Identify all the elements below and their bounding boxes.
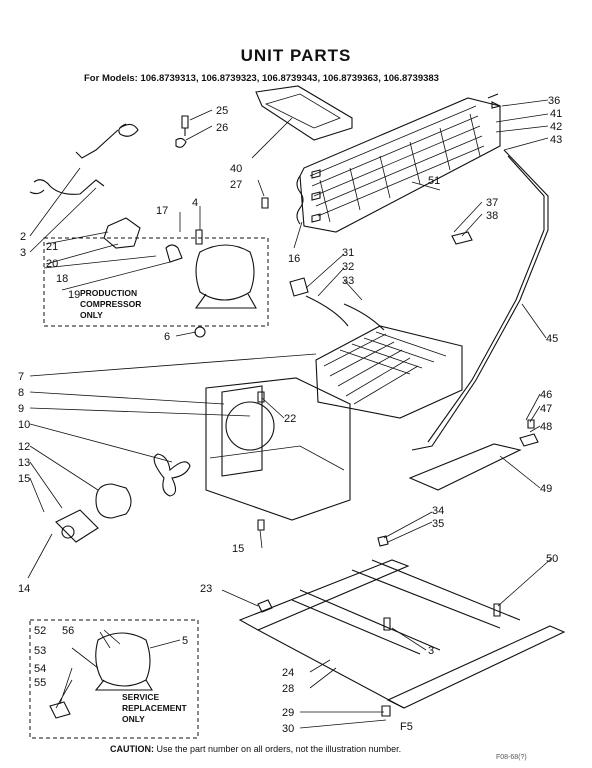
part-label: 55 xyxy=(34,677,46,689)
part-label: 43 xyxy=(550,134,562,146)
part-label: 12 xyxy=(18,441,30,453)
production-compressor-label: PRODUCTION COMPRESSOR ONLY xyxy=(80,288,142,320)
part-label: 8 xyxy=(18,387,24,399)
leader-lines xyxy=(27,99,553,729)
part-label: 48 xyxy=(540,421,552,433)
condenser-coil-part xyxy=(296,97,501,233)
part-label: 3 xyxy=(428,645,434,657)
page-title: UNIT PARTS xyxy=(240,46,352,65)
part-label: 40 xyxy=(230,163,242,175)
part-label: 30 xyxy=(282,723,294,735)
part-label: 16 xyxy=(288,253,300,265)
part-label: 5 xyxy=(182,635,188,647)
service-replacement-label: SERVICE REPLACEMENT ONLY xyxy=(122,692,187,724)
part-label: 42 xyxy=(550,121,562,133)
part-label: 36 xyxy=(548,95,560,107)
compressor-part xyxy=(165,244,257,309)
part-label: 51 xyxy=(428,175,440,187)
screw-25-part xyxy=(181,115,189,136)
part-label: 10 xyxy=(18,419,30,431)
fan-blade-part xyxy=(153,453,191,497)
part-label: 6 xyxy=(164,331,170,343)
part-label: 9 xyxy=(18,403,24,415)
part-label: 35 xyxy=(432,518,444,530)
power-cord-part xyxy=(29,123,139,195)
part-label: 4 xyxy=(192,197,198,209)
page-stamp: F08-68(?) xyxy=(496,754,527,761)
condenser-tube-part xyxy=(411,149,549,451)
part-label: 33 xyxy=(342,275,354,287)
production-compressor-box xyxy=(43,237,269,327)
part-label: 31 xyxy=(342,247,354,259)
part-label: 32 xyxy=(342,261,354,273)
evaporator-part xyxy=(289,277,463,419)
base-frame-part xyxy=(238,559,566,709)
part-label: 52 xyxy=(34,625,46,637)
part-label: 46 xyxy=(540,389,552,401)
caution-text: Use the part number on all orders, not t… xyxy=(156,744,402,754)
part-label: 34 xyxy=(432,505,444,517)
part-label: 14 xyxy=(18,583,30,595)
part-label: 28 xyxy=(282,683,294,695)
part-label: 23 xyxy=(200,583,212,595)
part-label: 27 xyxy=(230,179,242,191)
service-replacement-box xyxy=(29,619,199,739)
part-label: 19 xyxy=(68,289,80,301)
part-label: 22 xyxy=(284,413,296,425)
part-label: 20 xyxy=(46,258,58,270)
part-label: 17 xyxy=(156,205,168,217)
part-label: 45 xyxy=(546,333,558,345)
fan-motor-part xyxy=(55,483,132,543)
part-label: 2 xyxy=(20,231,26,243)
part-label: 49 xyxy=(540,483,552,495)
bottom-mark: F5 xyxy=(400,721,413,733)
part-label: 25 xyxy=(216,105,228,117)
part-label: 37 xyxy=(486,197,498,209)
part-label: 41 xyxy=(550,108,562,120)
relay-part xyxy=(103,217,141,249)
fan-shroud-part xyxy=(205,377,351,521)
heater-bracket-part xyxy=(408,443,522,491)
part-label: 3 xyxy=(20,247,26,259)
part-label: 15 xyxy=(232,543,244,555)
part-label: 21 xyxy=(46,241,58,253)
part-label: 50 xyxy=(546,553,558,565)
caution-note: CAUTION: Use the part number on all orde… xyxy=(110,744,401,754)
part-label: 7 xyxy=(18,371,24,383)
overload-part xyxy=(49,701,71,719)
part-label: 15 xyxy=(18,473,30,485)
part-label: 29 xyxy=(282,707,294,719)
part-label: 53 xyxy=(34,645,46,657)
model-list: For Models: 106.8739313, 106.8739323, 10… xyxy=(84,73,439,84)
part-label: 24 xyxy=(282,667,294,679)
clip-26-part xyxy=(175,137,187,148)
drain-pan-part xyxy=(255,85,353,141)
part-label: 54 xyxy=(34,663,46,675)
part-label: 18 xyxy=(56,273,68,285)
part-label: 38 xyxy=(486,210,498,222)
part-label: 47 xyxy=(540,403,552,415)
service-compressor-part xyxy=(94,632,153,691)
part-labels: 25 26 40 27 36 41 42 43 51 37 38 16 17 4… xyxy=(18,95,562,735)
part-label: 26 xyxy=(216,122,228,134)
part-label: 13 xyxy=(18,457,30,469)
part-label: 56 xyxy=(62,625,74,637)
caution-label: CAUTION: xyxy=(110,744,154,754)
